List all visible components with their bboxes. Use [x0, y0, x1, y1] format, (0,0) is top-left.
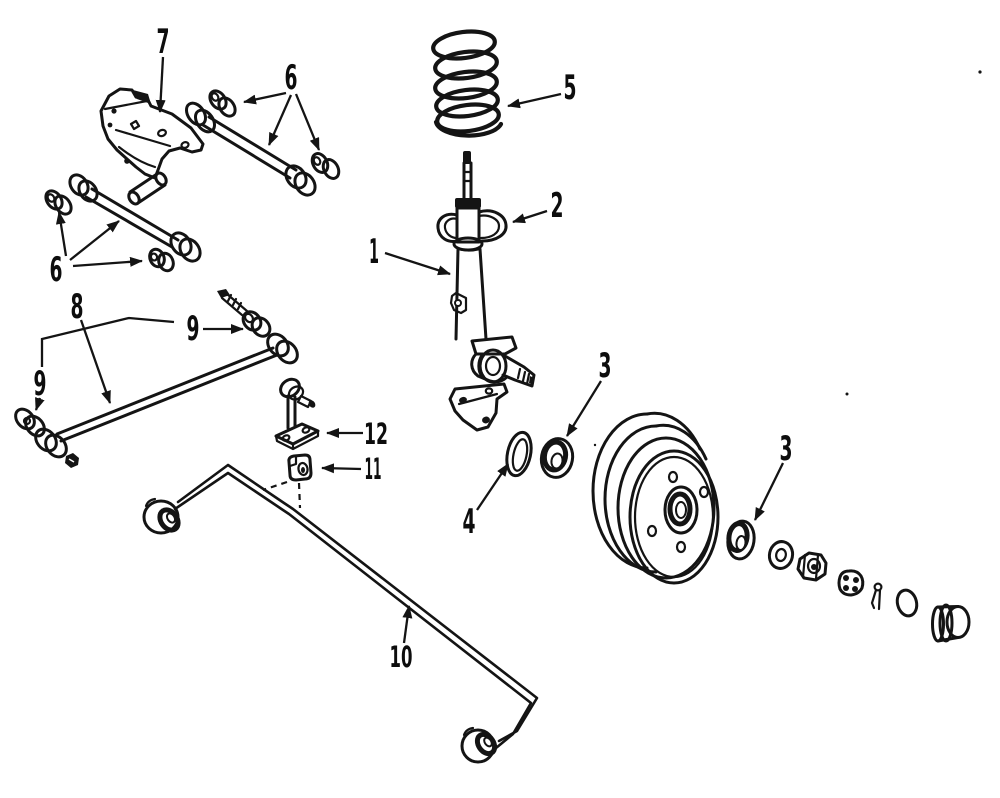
callout-10: 10: [390, 605, 413, 674]
stabilizer-bar: [142, 463, 539, 764]
callout-2: 2: [512, 186, 564, 226]
mount-bracket-outline: [99, 87, 205, 180]
callout-7: 7: [155, 22, 170, 113]
rod-tube: [55, 346, 279, 443]
drum-face: [628, 449, 720, 585]
strut-assembly: [436, 151, 536, 432]
bracket-hole-square: [129, 119, 141, 131]
link-bracket-plate: [274, 422, 320, 451]
callout-12: 12: [326, 417, 388, 451]
stabilizer-bushing: [287, 453, 313, 482]
bar-grommet-right: [460, 726, 498, 764]
strut-top-collar: [455, 198, 481, 208]
callout-label: 5: [564, 68, 577, 108]
callout-label: 9: [34, 364, 47, 404]
arm-tube: [201, 115, 298, 180]
lower-arm-bushing-rear: [148, 247, 175, 273]
upper-arm-bushing-rear: [310, 152, 341, 180]
knuckle-bracket-plate: [448, 382, 509, 432]
nut-retainer: [837, 569, 865, 597]
bracket-tab: [133, 90, 151, 104]
strut-rod-tip: [463, 151, 471, 164]
thrust-washer: [767, 540, 795, 570]
link-stud: [296, 394, 313, 409]
upper-arm-assembly: [184, 89, 341, 197]
alignment-dash: [297, 482, 302, 509]
coil-spring: [431, 29, 504, 138]
knuckle: [470, 335, 536, 388]
ink-specks: [593, 70, 982, 447]
callout-11: 11: [321, 452, 382, 486]
stabilizer-link: [274, 377, 320, 451]
link-shaft: [286, 394, 297, 430]
drum-hub: [663, 485, 699, 535]
rod-bolt: [217, 289, 249, 317]
callout-label: 12: [364, 417, 388, 451]
bolt-hole: [646, 524, 658, 538]
callout-label: 8: [71, 287, 84, 327]
callout-label: 7: [157, 22, 170, 62]
mount-bracket: [99, 87, 205, 180]
callout-label: 3: [780, 429, 793, 469]
callout-4: 4: [463, 463, 509, 542]
bracket-hole: [124, 158, 130, 164]
callout-label: 11: [365, 452, 382, 486]
callout-6-lower: 6: [50, 211, 143, 290]
lateral-rod-assembly: [14, 289, 299, 468]
cotter-pin: [870, 582, 883, 611]
upper-arm-bushing-front: [208, 89, 237, 118]
callout-1: 1: [369, 232, 451, 276]
callout-3-outer: 3: [753, 429, 793, 521]
bracket-hole: [107, 122, 113, 128]
callout-9-right: 9: [187, 309, 244, 349]
strut-upper-body: [455, 206, 481, 244]
rod-bushing-right: [241, 310, 272, 338]
callout-label: 6: [50, 250, 63, 290]
callout-label: 1: [369, 232, 379, 272]
lower-arm-assembly: [44, 173, 202, 273]
bolt-hole: [675, 540, 687, 554]
bar-grommet-left: [142, 497, 181, 535]
callout-8: 8: [71, 287, 112, 404]
callout-label: 6: [285, 58, 298, 98]
callout-label: 3: [599, 346, 612, 386]
strut-lower-body: [454, 247, 488, 341]
bolt-hole: [698, 485, 710, 499]
bolt-hole: [667, 470, 679, 484]
mounting-pin: [127, 171, 168, 206]
callout-label: 2: [551, 186, 564, 226]
wheel-bearing-inner: [539, 437, 575, 479]
grease-cap: [931, 603, 971, 643]
bracket-hole: [180, 140, 190, 150]
wheel-bearing-outer: [726, 519, 756, 561]
callout-6-upper: 6: [243, 58, 321, 151]
callout-5: 5: [507, 68, 577, 109]
lower-arm-bushing-front: [44, 189, 73, 216]
callout-label: 4: [463, 502, 476, 542]
spindle-nut: [796, 551, 828, 582]
drum-rim: [616, 436, 716, 580]
o-ring: [895, 588, 919, 618]
link-ball: [279, 377, 301, 399]
callout-label: 9: [187, 309, 200, 349]
rod-eye-right: [266, 332, 290, 358]
alignment-dash: [262, 480, 288, 492]
callout-9-left: 9: [34, 316, 175, 411]
arm-tube: [84, 187, 180, 249]
callout-label: 10: [390, 640, 413, 674]
spring-seat: [436, 209, 508, 252]
strut-side-tab: [449, 291, 468, 315]
callout-3-inner: 3: [566, 346, 612, 437]
grease-seal: [505, 430, 533, 478]
rod-bushing-left: [14, 407, 46, 438]
bracket-hole: [157, 128, 167, 138]
bracket-hole: [111, 108, 117, 114]
callouts: 7 6 5 2 1 6 8: [34, 22, 793, 674]
brake-drum: [591, 411, 720, 585]
